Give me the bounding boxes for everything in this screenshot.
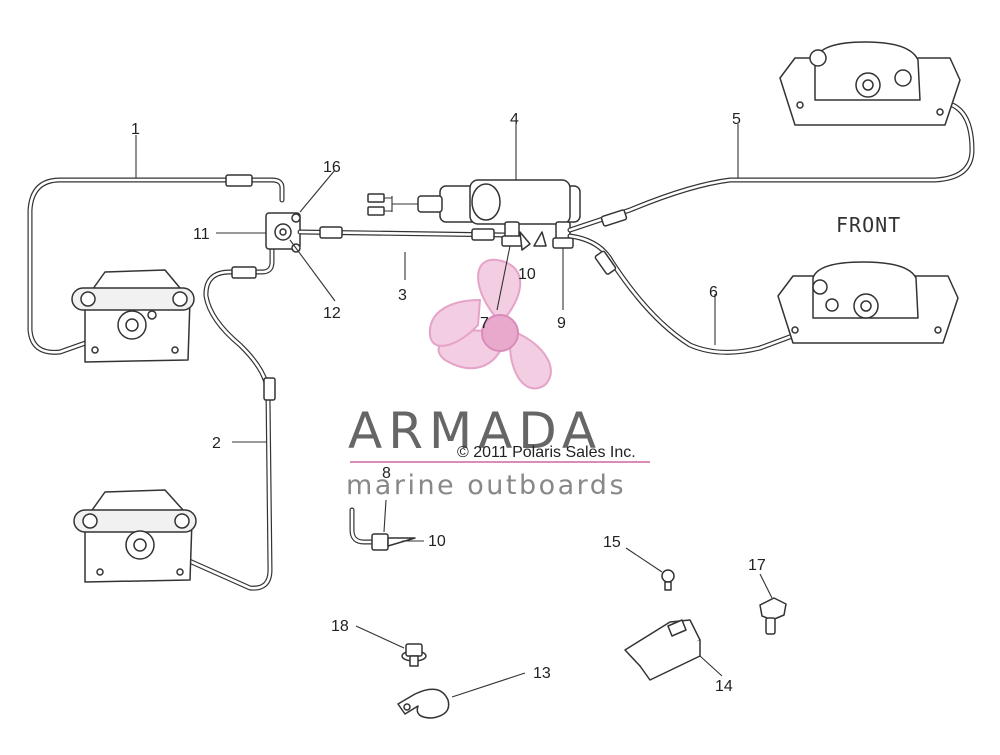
caliper-left-rear xyxy=(73,489,197,583)
part-7-banjo-bolt xyxy=(496,245,511,311)
callout-5: 5 xyxy=(732,111,741,128)
armada-brand-text: ARMADA xyxy=(348,402,602,460)
callout-18: 18 xyxy=(331,618,349,635)
armada-propeller-logo xyxy=(428,258,552,390)
callout-15: 15 xyxy=(603,534,621,551)
caliper-right-front xyxy=(779,41,961,126)
callout-10-upper: 10 xyxy=(518,266,536,283)
part-1-brake-line-left-front xyxy=(27,174,285,355)
part-10-washer-upper xyxy=(519,231,531,251)
leader-lines xyxy=(135,124,739,443)
callout-12: 12 xyxy=(323,305,341,322)
part-15-screw xyxy=(625,547,675,591)
part-9-banjo-bolt xyxy=(533,231,564,310)
callout-13: 13 xyxy=(533,665,551,682)
callout-14: 14 xyxy=(715,678,733,695)
callout-7: 7 xyxy=(480,315,489,332)
part-3-brake-line-center xyxy=(297,226,508,241)
callout-17: 17 xyxy=(748,557,766,574)
front-direction-label: FRONT xyxy=(836,213,901,237)
callout-labels: 1 2 3 4 5 6 7 8 9 10 10 11 12 13 14 15 1… xyxy=(131,111,766,695)
callout-10-lower: 10 xyxy=(428,533,446,550)
callout-9: 9 xyxy=(557,315,566,332)
callout-11: 11 xyxy=(193,226,210,243)
part-4-master-cylinder xyxy=(367,179,581,249)
part-13-p-clamp xyxy=(397,672,526,719)
part-11-junction-block xyxy=(265,212,301,253)
callout-4: 4 xyxy=(510,111,519,128)
part-18-flange-bolt xyxy=(355,625,427,667)
part-17-line-clip xyxy=(759,573,787,635)
part-8-brake-fitting xyxy=(349,499,416,551)
part-14-mounting-bracket xyxy=(624,619,723,681)
callout-1: 1 xyxy=(131,121,140,138)
caliper-left-front xyxy=(71,269,195,363)
callout-2: 2 xyxy=(212,435,221,452)
copyright-notice: © 2011 Polaris Sales Inc. xyxy=(457,444,636,461)
callout-6: 6 xyxy=(709,284,718,301)
caliper-right-rear xyxy=(777,261,959,344)
armada-tagline: marine outboards xyxy=(346,470,626,501)
armada-accent-line xyxy=(350,461,650,463)
callout-16: 16 xyxy=(323,159,341,176)
callout-8: 8 xyxy=(382,465,391,482)
callout-3: 3 xyxy=(398,287,407,304)
